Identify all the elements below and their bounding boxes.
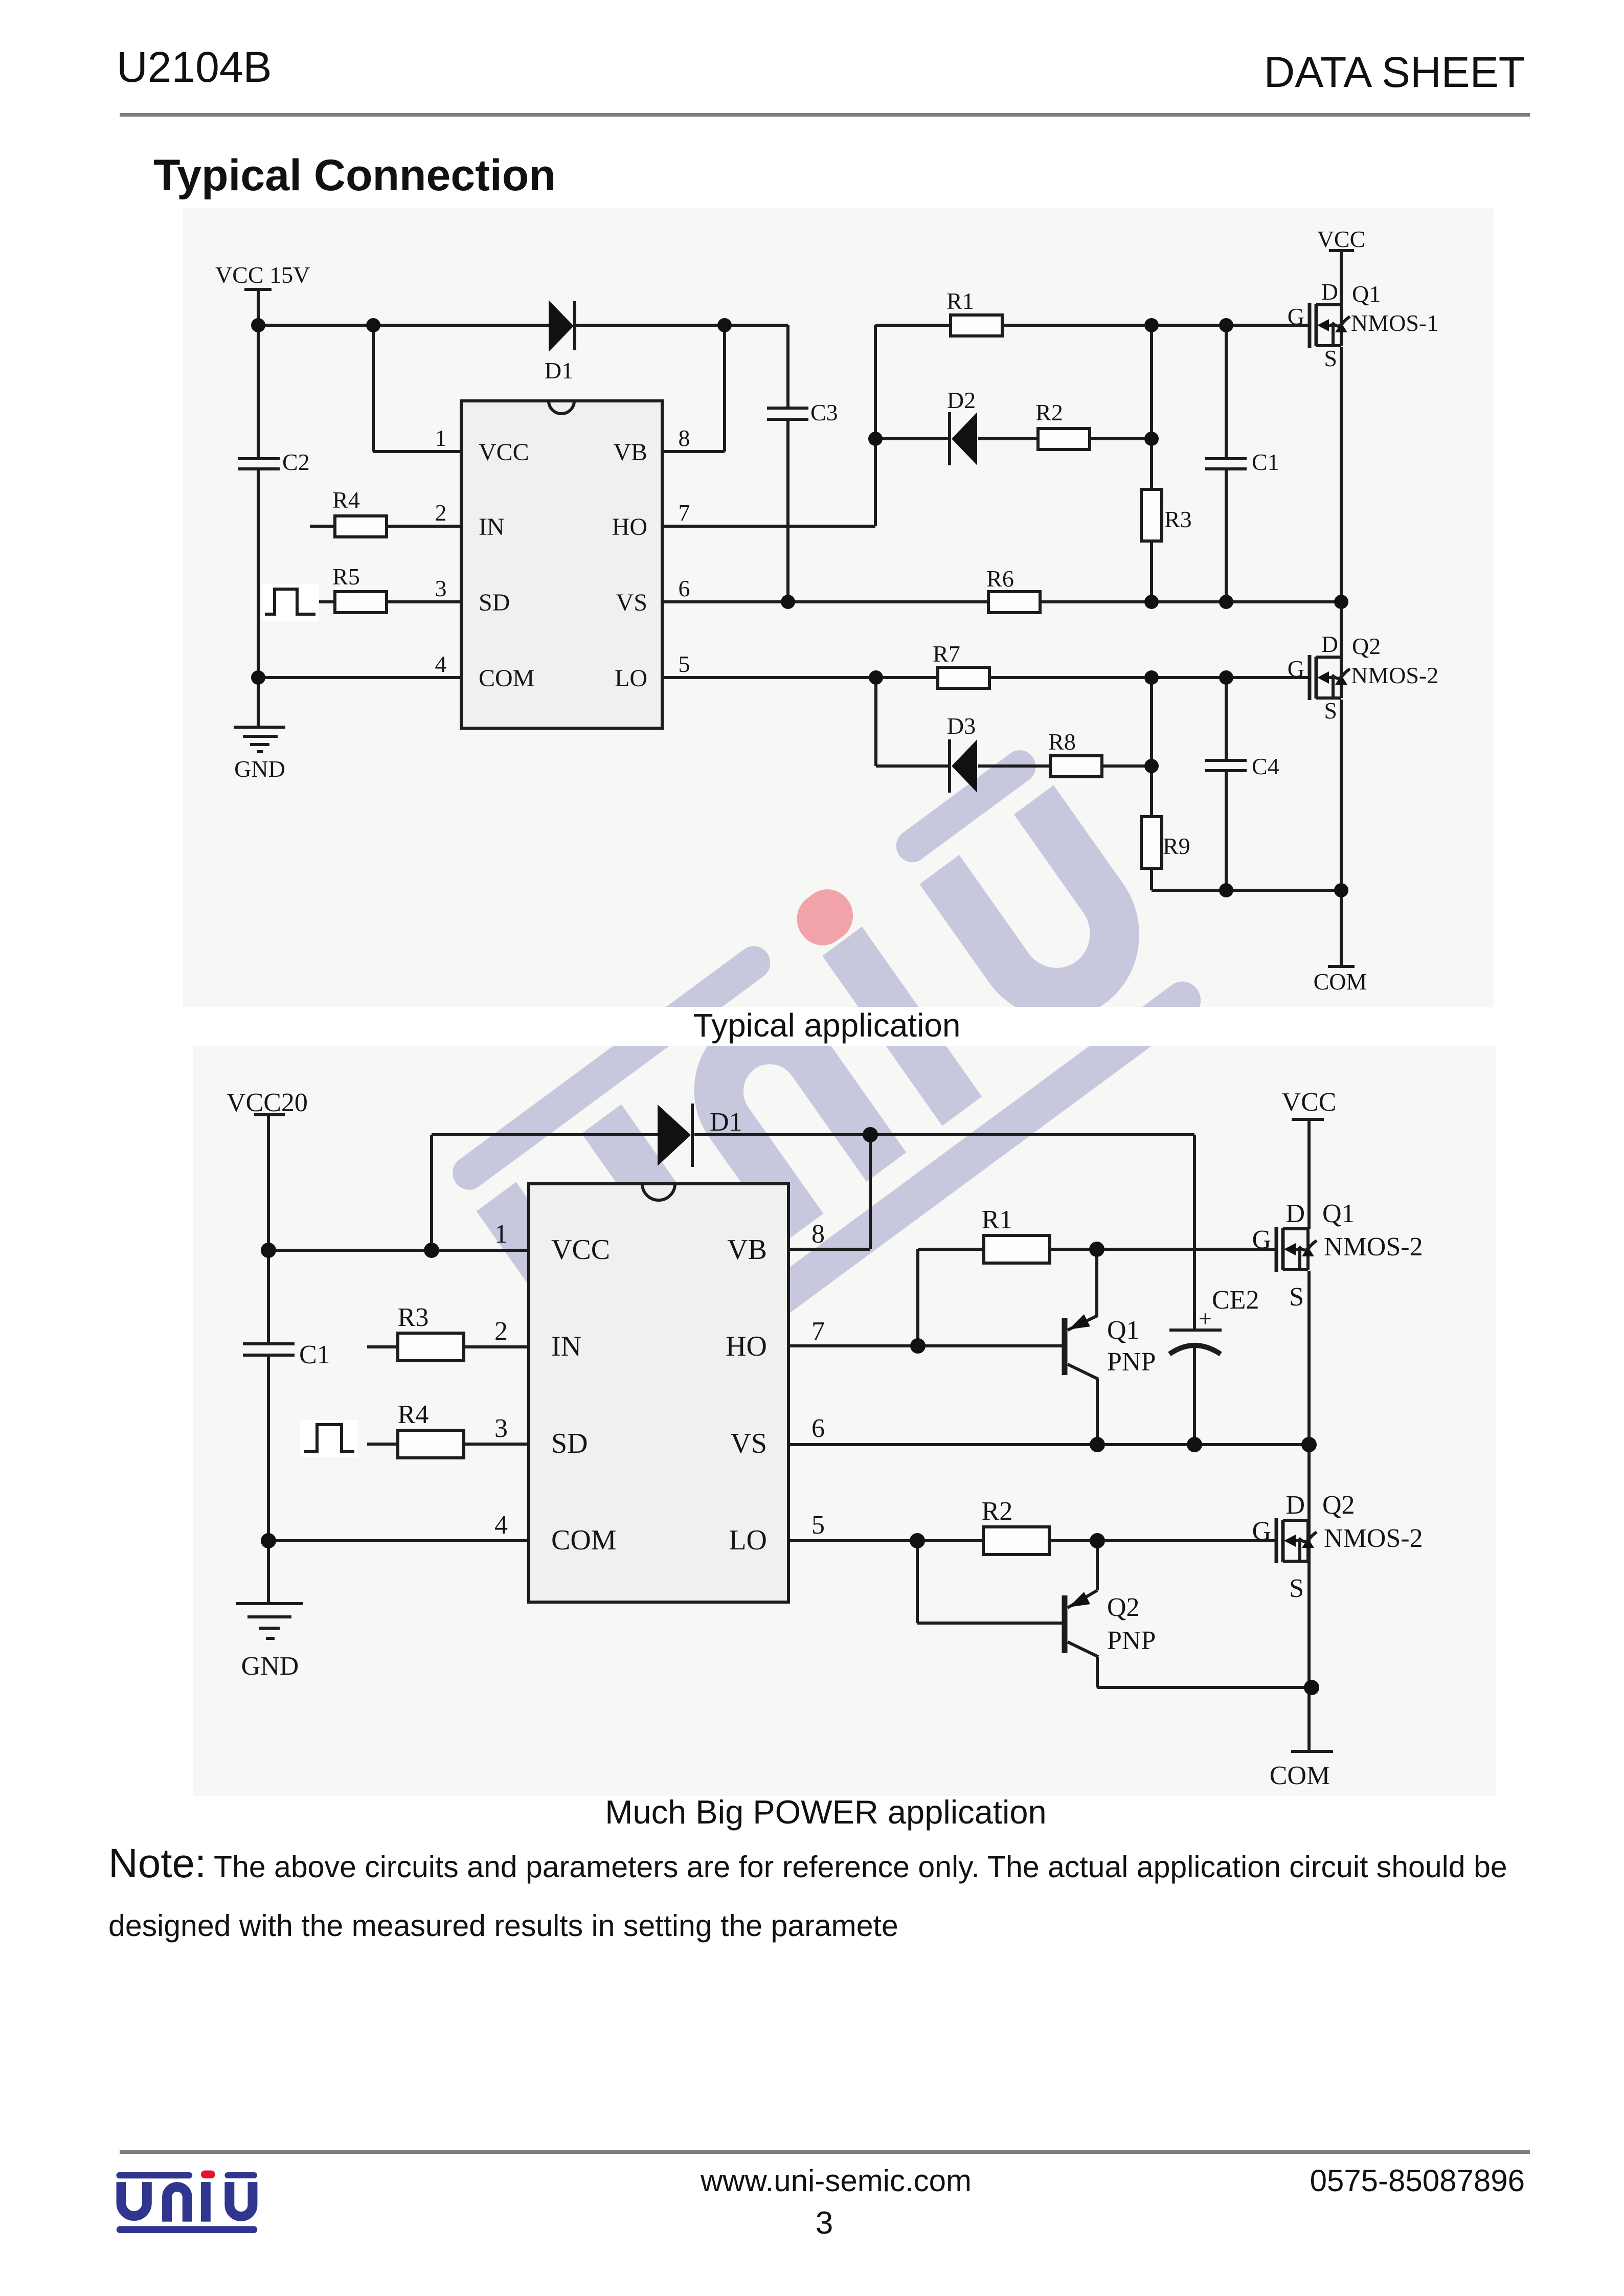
svg-text:Q2: Q2: [1322, 1491, 1355, 1520]
svg-text:VCC20: VCC20: [227, 1088, 308, 1117]
svg-text:NMOS-2: NMOS-2: [1324, 1524, 1423, 1553]
svg-text:GND: GND: [234, 756, 285, 782]
svg-text:Q2: Q2: [1352, 633, 1381, 659]
svg-text:NMOS-2: NMOS-2: [1351, 662, 1438, 688]
svg-text:D: D: [1321, 631, 1338, 657]
svg-text:VCC 15V: VCC 15V: [215, 262, 310, 288]
svg-text:Q1: Q1: [1107, 1316, 1140, 1345]
svg-text:G: G: [1288, 656, 1304, 682]
svg-text:S: S: [1289, 1574, 1304, 1603]
svg-text:Q2: Q2: [1107, 1593, 1140, 1622]
svg-text:COM: COM: [479, 665, 534, 692]
svg-text:R4: R4: [332, 487, 360, 513]
svg-text:4: 4: [494, 1511, 508, 1540]
svg-text:VCC: VCC: [1317, 226, 1366, 252]
svg-text:COM: COM: [1314, 969, 1367, 995]
svg-text:PNP: PNP: [1107, 1347, 1156, 1377]
svg-text:HO: HO: [726, 1331, 767, 1362]
svg-text:Much Big POWER application: Much Big POWER application: [605, 1793, 1046, 1831]
svg-text:3: 3: [494, 1414, 508, 1443]
svg-text:D: D: [1321, 279, 1338, 305]
svg-text:The above circuits and paramet: The above circuits and parameters are fo…: [214, 1850, 1507, 1884]
svg-text:R2: R2: [1035, 399, 1063, 425]
svg-text:4: 4: [435, 651, 447, 677]
svg-text:R8: R8: [1048, 729, 1076, 755]
svg-text:R6: R6: [986, 566, 1014, 592]
svg-text:VCC: VCC: [479, 439, 529, 466]
svg-text:G: G: [1252, 1225, 1271, 1254]
svg-text:R4: R4: [398, 1400, 429, 1429]
svg-text:D: D: [1285, 1491, 1305, 1520]
svg-text:Q1: Q1: [1322, 1199, 1355, 1228]
svg-text:6: 6: [811, 1414, 825, 1443]
svg-text:8: 8: [679, 425, 690, 451]
svg-text:VB: VB: [613, 439, 647, 466]
svg-text:Typical application: Typical application: [693, 1007, 961, 1044]
svg-text:LO: LO: [615, 665, 647, 692]
svg-text:R5: R5: [332, 564, 360, 590]
svg-text:D2: D2: [947, 387, 976, 413]
svg-text:8: 8: [811, 1220, 825, 1249]
svg-text:5: 5: [811, 1511, 825, 1540]
svg-text:R3: R3: [398, 1303, 429, 1332]
svg-text:0575-85087896: 0575-85087896: [1310, 2164, 1525, 2198]
svg-text:C1: C1: [1252, 449, 1279, 475]
svg-text:SD: SD: [479, 589, 510, 616]
svg-text:1: 1: [435, 425, 447, 451]
svg-text:2: 2: [494, 1317, 508, 1346]
svg-text:Note:: Note:: [108, 1840, 206, 1886]
svg-text:NMOS-2: NMOS-2: [1324, 1232, 1423, 1262]
svg-text:R7: R7: [933, 641, 960, 667]
svg-text:designed with the measured res: designed with the measured results in se…: [108, 1909, 898, 1943]
svg-text:5: 5: [679, 651, 690, 677]
svg-text:LO: LO: [729, 1524, 767, 1556]
svg-text:VS: VS: [730, 1428, 767, 1459]
svg-text:R3: R3: [1164, 506, 1192, 532]
svg-text:G: G: [1252, 1517, 1271, 1546]
svg-text:D1: D1: [710, 1108, 742, 1137]
svg-text:3: 3: [435, 575, 447, 601]
svg-text:GND: GND: [241, 1652, 299, 1681]
svg-text:D3: D3: [947, 713, 976, 739]
svg-text:Typical Connection: Typical Connection: [153, 151, 556, 200]
svg-text:R2: R2: [982, 1497, 1013, 1526]
svg-text:+: +: [1199, 1305, 1212, 1332]
svg-text:G: G: [1288, 303, 1304, 329]
svg-text:D: D: [1285, 1199, 1305, 1228]
svg-text:S: S: [1324, 345, 1337, 371]
svg-text:1: 1: [494, 1220, 508, 1249]
svg-text:Q1: Q1: [1352, 281, 1381, 307]
svg-text:COM: COM: [1270, 1761, 1330, 1790]
svg-text:IN: IN: [551, 1331, 581, 1362]
svg-text:U2104B: U2104B: [117, 43, 272, 91]
svg-text:www.uni-semic.com: www.uni-semic.com: [700, 2164, 972, 2198]
svg-text:7: 7: [679, 500, 690, 526]
svg-text:R1: R1: [982, 1205, 1013, 1234]
svg-text:NMOS-1: NMOS-1: [1351, 310, 1438, 336]
svg-text:C2: C2: [282, 449, 310, 475]
svg-text:S: S: [1324, 697, 1337, 724]
svg-text:COM: COM: [551, 1524, 617, 1556]
svg-text:7: 7: [811, 1317, 825, 1346]
svg-text:R1: R1: [946, 288, 974, 314]
svg-text:VCC: VCC: [1282, 1088, 1337, 1117]
svg-text:SD: SD: [551, 1428, 588, 1459]
svg-text:2: 2: [435, 500, 447, 526]
svg-text:DATA SHEET: DATA SHEET: [1264, 48, 1525, 96]
svg-text:CE2: CE2: [1212, 1286, 1259, 1315]
svg-text:R9: R9: [1163, 833, 1190, 859]
svg-text:6: 6: [679, 575, 690, 601]
svg-text:C4: C4: [1252, 753, 1279, 779]
svg-text:C1: C1: [299, 1340, 330, 1369]
svg-text:HO: HO: [612, 513, 647, 541]
svg-text:IN: IN: [479, 513, 505, 541]
svg-text:VCC: VCC: [551, 1234, 610, 1266]
svg-text:PNP: PNP: [1107, 1626, 1156, 1655]
svg-text:VS: VS: [616, 589, 647, 616]
svg-text:D1: D1: [545, 357, 573, 384]
svg-text:S: S: [1289, 1282, 1304, 1312]
svg-text:VB: VB: [727, 1234, 767, 1266]
svg-text:3: 3: [816, 2205, 833, 2241]
svg-text:C3: C3: [810, 399, 838, 425]
